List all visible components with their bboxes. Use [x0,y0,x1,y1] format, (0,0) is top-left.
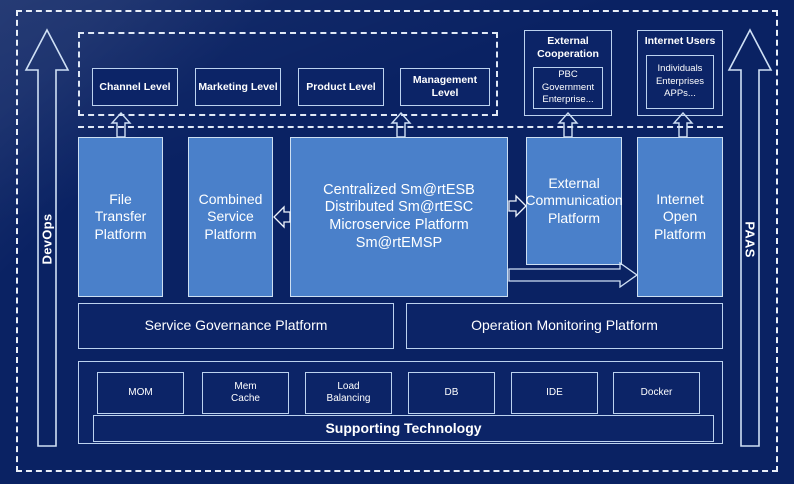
platform-box-combined-service[interactable]: Combined Service Platform [188,137,273,297]
paas-rail-label: PAAS [742,221,758,258]
platform-box-external-communication[interactable]: External Communication Platform [525,137,623,265]
platform-box-centralized-esb[interactable]: Centralized Sm@rtESB Distributed Sm@rtES… [290,137,508,297]
external-cooperation-group[interactable]: External Cooperation PBC Government Ente… [524,30,612,116]
level-box-product[interactable]: Product Level [298,68,384,106]
internet-users-inner-box: Individuals Enterprises APPs... [646,55,714,109]
platform-layer-dashed-separator [78,126,723,128]
internet-users-title: Internet Users [644,35,716,47]
up-arrow-to-channel-level [110,112,132,138]
right-arrow-central-to-external-comm [508,192,527,220]
internet-users-group[interactable]: Internet Users Individuals Enterprises A… [637,30,723,116]
long-arrow-central-to-internet-open [508,262,638,288]
up-arrow-to-external-cooperation [557,112,579,138]
supporting-technology-label-bar[interactable]: Supporting Technology [93,415,714,442]
tech-box-load-balancing[interactable]: Load Balancing [305,372,392,414]
up-arrow-to-internet-users [672,112,694,138]
tech-box-mom[interactable]: MOM [97,372,184,414]
up-arrow-to-management-level [390,112,412,138]
devops-rail-label: DevOps [39,213,55,265]
tech-box-docker[interactable]: Docker [613,372,700,414]
governance-box-service-governance[interactable]: Service Governance Platform [78,303,394,349]
platform-box-file-transfer[interactable]: File Transfer Platform [78,137,163,297]
consumer-levels-dashed-group [78,32,498,116]
paas-rail-arrow [727,28,773,448]
governance-box-operation-monitoring[interactable]: Operation Monitoring Platform [406,303,723,349]
left-arrow-combined-to-central [273,203,291,231]
tech-box-mem-cache[interactable]: Mem Cache [202,372,289,414]
devops-rail-arrow [24,28,70,448]
level-box-channel[interactable]: Channel Level [92,68,178,106]
platform-box-internet-open[interactable]: Internet Open Platform [637,137,723,297]
external-cooperation-inner-box: PBC Government Enterprise... [533,67,603,109]
level-box-marketing[interactable]: Marketing Level [195,68,281,106]
external-cooperation-title: External Cooperation [537,35,599,60]
outer-dashed-boundary [16,10,778,472]
tech-box-db[interactable]: DB [408,372,495,414]
level-box-management[interactable]: Management Level [400,68,490,106]
tech-box-ide[interactable]: IDE [511,372,598,414]
